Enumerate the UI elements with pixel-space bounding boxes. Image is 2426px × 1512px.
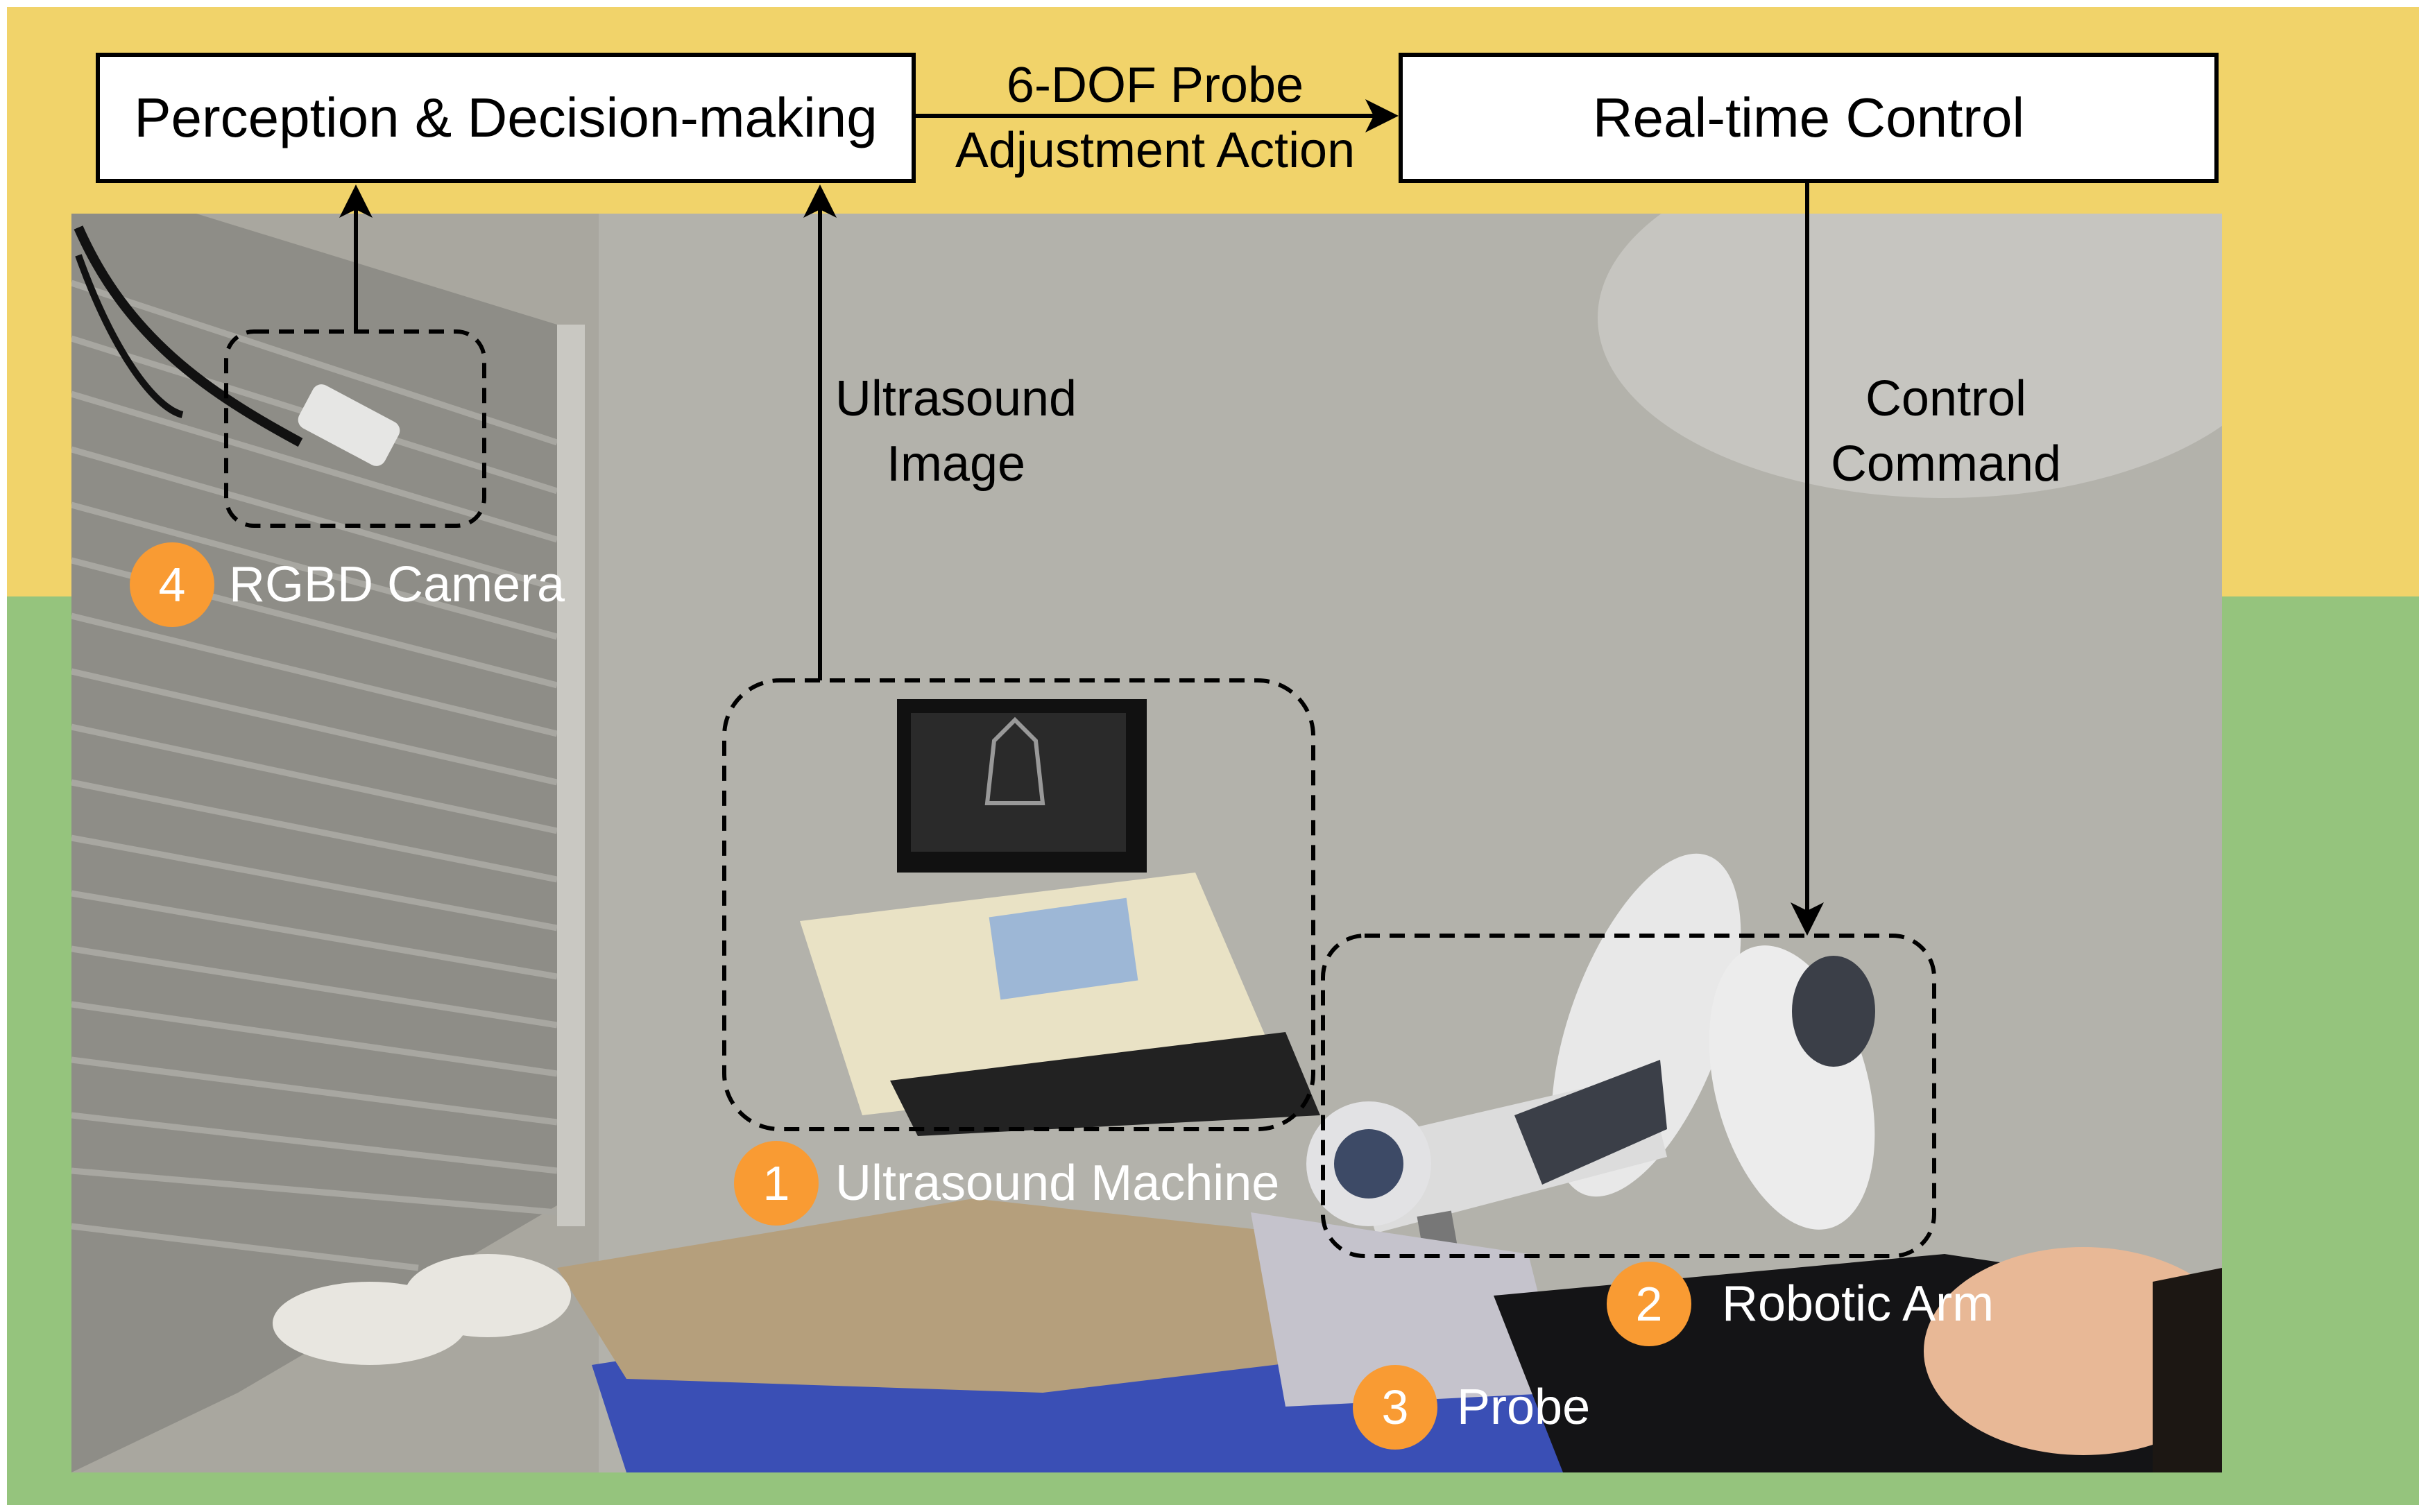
ultrasound-machine-label: Ultrasound Machine — [835, 1156, 1280, 1211]
badge-4: 4 — [130, 542, 214, 627]
ultrasound-image-label: Ultrasound Image — [817, 366, 1095, 497]
action-label-line1: 6-DOF Probe — [1006, 58, 1304, 113]
action-arrow-label: 6-DOF Probe Adjustment Action — [923, 53, 1387, 183]
perception-decision-box: Perception & Decision-making — [96, 53, 916, 183]
rgbd-camera-label: RGBD Camera — [229, 557, 565, 612]
badge-3: 3 — [1353, 1365, 1437, 1450]
image-label-line1: Ultrasound — [835, 371, 1077, 427]
robotic-arm-label: Robotic Arm — [1722, 1276, 1994, 1332]
badge-1: 1 — [734, 1141, 819, 1226]
window-blinds — [71, 214, 585, 1472]
command-label-line2: Command — [1830, 436, 2062, 492]
command-label-line1: Control — [1865, 371, 2027, 427]
image-label-line2: Image — [886, 436, 1026, 492]
probe-label: Probe — [1457, 1380, 1591, 1435]
perception-decision-label: Perception & Decision-making — [134, 87, 878, 148]
action-label-line2: Adjustment Action — [955, 123, 1356, 178]
real-time-control-label: Real-time Control — [1592, 87, 2025, 148]
control-command-label: Control Command — [1807, 366, 2085, 497]
real-time-control-box: Real-time Control — [1399, 53, 2219, 183]
badge-2: 2 — [1607, 1262, 1691, 1346]
